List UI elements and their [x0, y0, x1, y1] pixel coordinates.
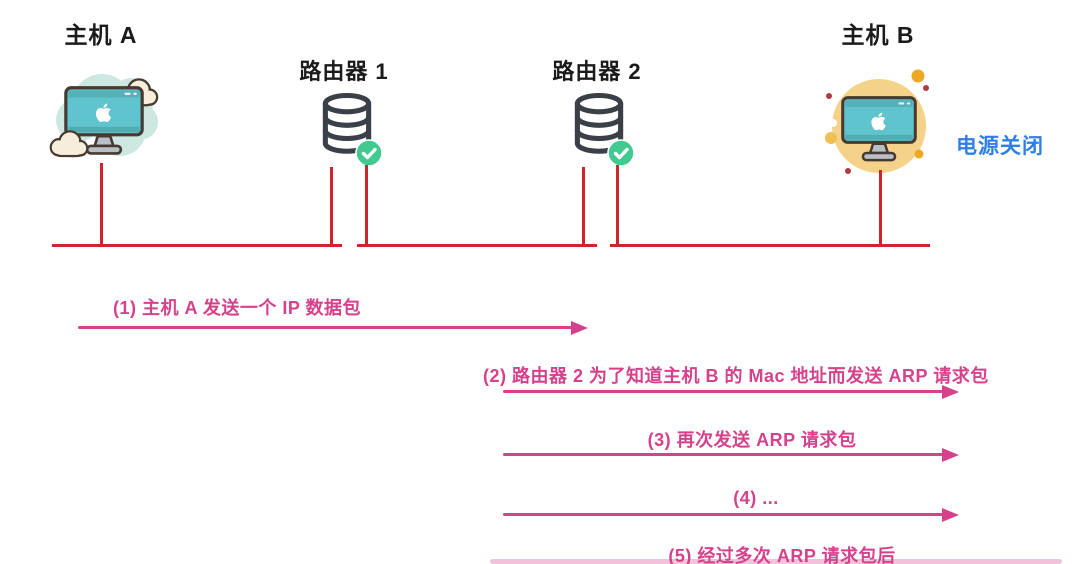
message-5-partial-arrow-line [490, 559, 1062, 564]
network-segment-3 [610, 244, 930, 247]
decorative-dots [825, 69, 929, 174]
network-segment-1 [52, 244, 342, 247]
router-2-icon [562, 92, 646, 172]
router-2-right-drop-line [616, 165, 619, 246]
host-b-drop-line [879, 170, 882, 246]
message-2-label: (2) 路由器 2 为了知道主机 B 的 Mac 地址而发送 ARP 请求包 [483, 366, 989, 386]
host-b-power-status: 电源关闭 [956, 135, 1044, 158]
message-4-arrowhead [942, 507, 959, 522]
router-1-left-drop-line [330, 167, 333, 246]
router-2-left-drop-line [582, 167, 585, 246]
message-4-arrow-line [503, 513, 943, 516]
host-a-label: 主机 A [64, 22, 138, 48]
host-a-computer-icon [49, 74, 159, 158]
green-checkmark-icon [355, 139, 383, 167]
message-3-arrow-line [503, 453, 943, 456]
message-1-arrowhead [571, 320, 588, 335]
message-4-label: (4) ... [733, 488, 779, 508]
message-2-arrow-line [503, 390, 943, 393]
router-1-label: 路由器 1 [299, 59, 389, 84]
router-1-icon [310, 92, 394, 172]
router-2-label: 路由器 2 [552, 59, 642, 84]
message-5-label: (5) 经过多次 ARP 请求包后 [668, 546, 896, 564]
message-3-arrowhead [942, 447, 959, 462]
host-b-label: 主机 B [841, 22, 915, 48]
message-3-label: (3) 再次发送 ARP 请求包 [647, 430, 857, 450]
router-1-right-drop-line [365, 165, 368, 246]
message-1-arrow-line [78, 326, 572, 329]
host-a-drop-line [100, 163, 103, 246]
network-segment-2 [357, 244, 597, 247]
host-b-computer-icon [825, 69, 929, 174]
green-checkmark-icon [607, 139, 635, 167]
message-2-arrowhead [942, 384, 959, 399]
message-1-label: (1) 主机 A 发送一个 IP 数据包 [113, 298, 362, 318]
